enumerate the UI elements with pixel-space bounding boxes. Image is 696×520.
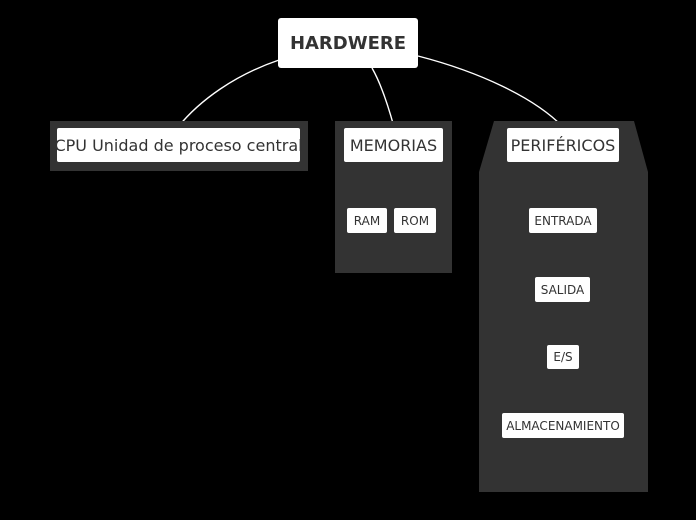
- node-rom[interactable]: ROM: [394, 208, 436, 233]
- node-memorias[interactable]: MEMORIAS: [344, 128, 443, 162]
- node-ram[interactable]: RAM: [347, 208, 387, 233]
- node-cpu[interactable]: CPU Unidad de proceso central: [54, 128, 303, 162]
- connector-root-perifericos: [417, 55, 564, 128]
- node-almacenamiento[interactable]: ALMACENAMIENTO: [502, 413, 624, 438]
- node-perifericos[interactable]: PERIFÉRICOS: [507, 128, 619, 162]
- node-es[interactable]: E/S: [547, 345, 579, 369]
- connector-root-cpu: [177, 59, 280, 128]
- root-node-hardwere[interactable]: HARDWERE: [278, 18, 418, 68]
- node-salida[interactable]: SALIDA: [535, 277, 590, 302]
- node-entrada[interactable]: ENTRADA: [529, 208, 597, 233]
